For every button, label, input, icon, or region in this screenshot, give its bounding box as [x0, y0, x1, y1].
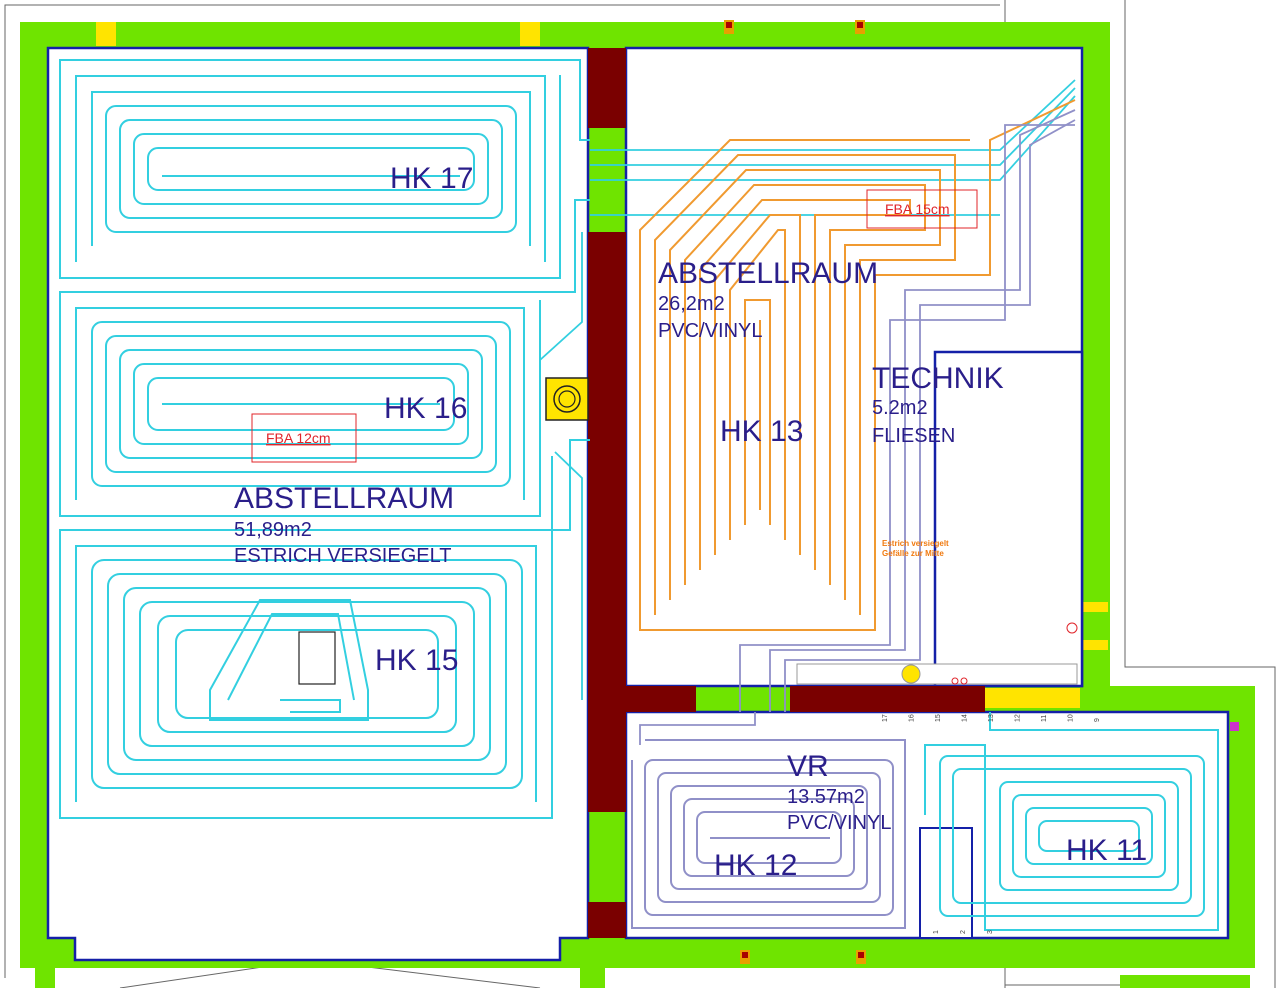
pipe-hk11	[924, 712, 1219, 931]
label-hk16: HK 16	[384, 392, 467, 425]
pipe-risers	[539, 79, 1076, 700]
manifold-number: 12	[1015, 714, 1022, 722]
note-line-1: Estrich versiegelt	[882, 539, 949, 548]
pipe-hk16	[59, 199, 590, 517]
manifold	[796, 663, 1078, 685]
room-floor-abstellraum-large: ESTRICH VERSIEGELT	[234, 545, 451, 567]
room-floor-vr: PVC/VINYL	[787, 812, 891, 834]
wall-connectors	[724, 20, 1239, 964]
pipe-hk15	[59, 439, 590, 819]
manifold-number: 17	[882, 714, 889, 722]
room-floor-technik: FLIESEN	[872, 425, 955, 447]
pipe-hk17	[59, 59, 590, 279]
manifold-number-lower: 1	[933, 930, 940, 934]
pipe-lavender	[739, 109, 1076, 712]
manifold-number: 10	[1068, 714, 1075, 722]
manifold-number: 11	[1041, 715, 1048, 722]
room-area-technik: 5.2m2	[872, 397, 928, 419]
room-area-abstellraum-large: 51,89m2	[234, 519, 312, 541]
label-hk15: HK 15	[375, 644, 458, 677]
manifold-number: 14	[962, 714, 969, 722]
label-hk12: HK 12	[714, 849, 797, 882]
label-hk11: HK 11	[1066, 834, 1147, 867]
room-name-technik: TECHNIK	[872, 362, 1004, 395]
fba-right-label: FBA 15cm	[885, 201, 950, 217]
manifold-number: 9	[1094, 718, 1101, 722]
door-niche	[919, 827, 973, 939]
room-name-abstellraum-large: ABSTELLRAUM	[234, 482, 454, 515]
fba-box-left: FBA 12cm	[251, 413, 357, 463]
room-name-vr: VR	[787, 750, 829, 783]
label-hk17: HK 17	[390, 162, 473, 195]
room-name-abstellraum-small: ABSTELLRAUM	[658, 257, 878, 290]
manifold-number-lower: 3	[987, 930, 994, 934]
floor-drain	[545, 377, 589, 421]
manifold-number-lower: 2	[960, 930, 967, 934]
manifold-numbers: 17 16 15 14 13 12 11 10 9	[882, 714, 1101, 722]
room-floor-abstellraum-small: PVC/VINYL	[658, 320, 762, 342]
manifold-number: 13	[988, 714, 995, 722]
room-area-abstellraum-small: 26,2m2	[658, 293, 725, 315]
manifold-number: 15	[935, 714, 942, 722]
fba-left-label: FBA 12cm	[266, 430, 331, 446]
vr-riser	[639, 712, 756, 745]
manifold-numbers-lower: 1 2 3	[933, 930, 994, 934]
technik-room	[933, 350, 1084, 688]
pillar-box	[298, 631, 336, 685]
label-hk13: HK 13	[720, 415, 803, 448]
room-area-vr: 13.57m2	[787, 786, 865, 808]
manifold-number: 16	[909, 714, 916, 722]
columns	[588, 48, 985, 938]
pipe-hk13	[639, 99, 1076, 631]
pipe-hk12	[631, 739, 906, 929]
note-line-2: Gefälle zur Mitte	[882, 549, 944, 558]
fba-box-right: FBA 15cm	[866, 189, 978, 229]
fixture-circle	[951, 622, 1078, 685]
